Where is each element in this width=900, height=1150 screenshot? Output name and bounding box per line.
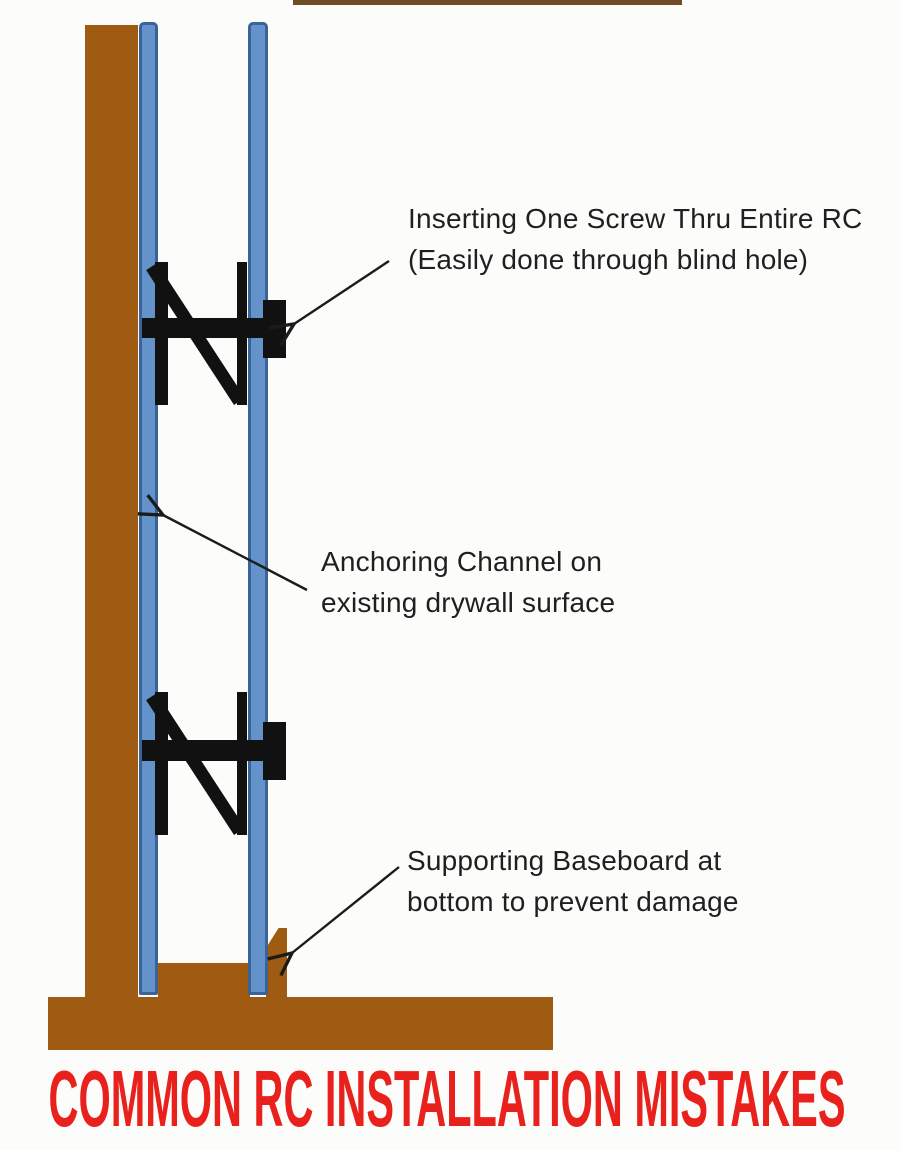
annotation-channel: Anchoring Channel on existing drywall su… (321, 541, 615, 623)
annotation-channel-line1: Anchoring Channel on (321, 546, 603, 577)
title-banner: COMMON RC INSTALLATION MISTAKES (49, 1056, 846, 1142)
page-title: COMMON RC INSTALLATION MISTAKES (49, 1056, 846, 1142)
existing-drywall-panel (139, 22, 158, 995)
annotation-channel-line2: existing drywall surface (321, 587, 616, 618)
arrow-to-screw-head (294, 259, 390, 324)
baseboard-step-block (266, 928, 287, 1003)
annotation-baseboard-line1: Supporting Baseboard at (407, 845, 722, 876)
screw-1-shaft (142, 318, 266, 338)
annotation-screw-line2: (Easily done through blind hole) (408, 244, 809, 275)
arrow-to-anchoring-channel (163, 515, 308, 592)
rc-channel-2-right-flange (237, 692, 247, 835)
annotation-screw-line1: Inserting One Screw Thru Entire RC (408, 203, 863, 234)
screw-1-head (263, 300, 286, 358)
baseboard-fill-block (158, 963, 250, 1003)
annotation-screw: Inserting One Screw Thru Entire RC (Easi… (408, 198, 862, 280)
screw-2-shaft (142, 740, 266, 761)
annotation-baseboard: Supporting Baseboard at bottom to preven… (407, 840, 739, 922)
annotation-baseboard-line2: bottom to prevent damage (407, 886, 739, 917)
arrow-to-baseboard (292, 866, 400, 953)
ceiling-strip (293, 0, 682, 5)
screw-2-head (263, 722, 286, 780)
wall-stud (85, 25, 138, 1005)
floor-slab (48, 997, 553, 1050)
new-drywall-panel (248, 22, 268, 995)
